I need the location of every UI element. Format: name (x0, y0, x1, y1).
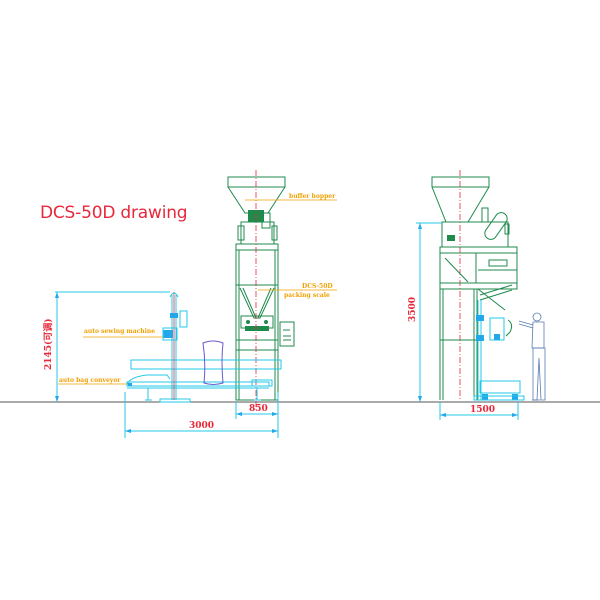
control-box (279, 321, 295, 347)
label-packing-scale-model: DCS-50D (302, 283, 333, 290)
feeder-body (235, 221, 279, 251)
label-auto-sewing-machine: auto sewing machine (84, 328, 155, 335)
label-buffer-hopper: buffer hopper (289, 193, 336, 200)
dimension-1500: 1500 (470, 405, 495, 415)
side-view: 3500 1500 (408, 170, 546, 420)
label-packing-scale: packing scale (284, 292, 330, 299)
side-bag-clamp (473, 300, 525, 401)
side-frame (439, 252, 518, 400)
label-auto-bag-conveyor: auto bag conveyor (59, 377, 121, 384)
dimension-850: 850 (249, 404, 268, 414)
dimension-3000: 3000 (189, 421, 214, 431)
buffer-hopper (227, 176, 286, 214)
drawing-title: DCS-50D drawing (40, 203, 188, 223)
dimension-scale-width: 850 (235, 402, 279, 419)
bag (202, 340, 224, 385)
dimension-3500: 3500 (408, 297, 418, 322)
scale-frame (235, 249, 279, 401)
dimension-side-width: 1500 (439, 402, 519, 420)
auto-bag-conveyor (126, 359, 282, 403)
auto-sewing-machine (162, 292, 188, 400)
dimension-2145: 2145(可调) (42, 318, 54, 370)
dimension-height-left: 2145(可调) (42, 291, 170, 402)
operator-figure (518, 312, 546, 401)
front-view: buffer hopper DCS-50D packing scale auto… (42, 170, 337, 438)
dimension-height-right: 3500 (408, 222, 442, 402)
side-buffer-hopper (431, 176, 490, 223)
side-feeder-body (439, 207, 518, 254)
